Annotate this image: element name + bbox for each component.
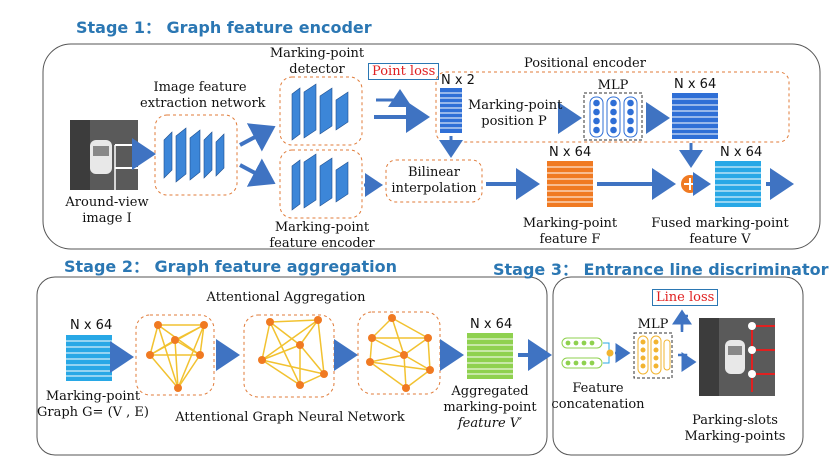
around-view-image-label: Around-view image I [65, 195, 149, 226]
feature-concat-icon [561, 337, 614, 369]
mp-feature-f-label: Marking-point feature F [522, 216, 618, 247]
positional-embedding-block [672, 93, 718, 139]
line-loss-label: Line loss [652, 289, 719, 306]
mlp-stage3-label: MLP [637, 317, 669, 332]
mp-detector-label: Marking-point detector [269, 46, 365, 77]
stage2-title: Stage 2： Graph feature aggregation [64, 257, 397, 276]
fused-feature-block [715, 161, 761, 207]
cnn-stack-icon [163, 127, 225, 183]
stage1-panel [42, 43, 821, 250]
mp-feature-encoder-label: Marking-point feature encoder [269, 220, 375, 251]
mlp-stage3-icon [637, 335, 671, 375]
feature-f-block [547, 161, 593, 207]
detector-layers-icon [291, 83, 349, 141]
graph-network-icon-1 [146, 321, 208, 392]
feature-concat-label: Feature concatenation [551, 381, 645, 412]
aggregated-feature-block [467, 333, 513, 379]
fused-feature-label: Fused marking-point feature V [651, 216, 789, 247]
position-block [440, 88, 462, 133]
mlp-stage1-label: MLP [597, 78, 629, 93]
add-circle-icon [681, 175, 699, 193]
n-x-64-pos-label: N x 64 [674, 77, 717, 92]
mp-position-label: Marking-point position P [468, 98, 563, 129]
attentional-aggregation-label: Attentional Aggregation [206, 290, 366, 305]
agnn-label: Attentional Graph Neural Network [175, 410, 405, 425]
positional-encoder-label: Positional encoder [524, 56, 646, 71]
n-x-2-label: N x 2 [441, 73, 475, 88]
stage1-title: Stage 1： Graph feature encoder [76, 18, 372, 37]
bilinear-label: Bilinear interpolation [391, 165, 477, 196]
image-feature-network-label: Image feature extraction network [140, 80, 266, 111]
aggregated-feature-label: Aggregated marking-point feature V′ [443, 384, 537, 431]
n-x-64-out-label: N x 64 [470, 317, 513, 332]
n-x-64-in-label: N x 64 [70, 318, 113, 333]
mlp-stage1-icon [589, 96, 638, 138]
graph-input-block [66, 335, 112, 381]
stage3-title: Stage 3： Entrance line discriminator [493, 260, 829, 279]
encoder-layers-icon [291, 153, 349, 211]
graph-network-icon-3 [366, 314, 434, 392]
stage3-panel [552, 276, 804, 456]
n-x-64-fused-label: N x 64 [720, 145, 763, 160]
n-x-64-feat-label: N x 64 [549, 145, 592, 160]
parking-slots-label: Parking-slots Marking-points [684, 413, 786, 444]
point-loss-label: Point loss [368, 63, 440, 80]
mp-graph-label: Marking-point Graph G= (V , E) [36, 389, 149, 420]
around-view-image [70, 120, 138, 190]
graph-network-icon-2 [258, 316, 328, 389]
parking-lot-image-icon [699, 318, 775, 396]
